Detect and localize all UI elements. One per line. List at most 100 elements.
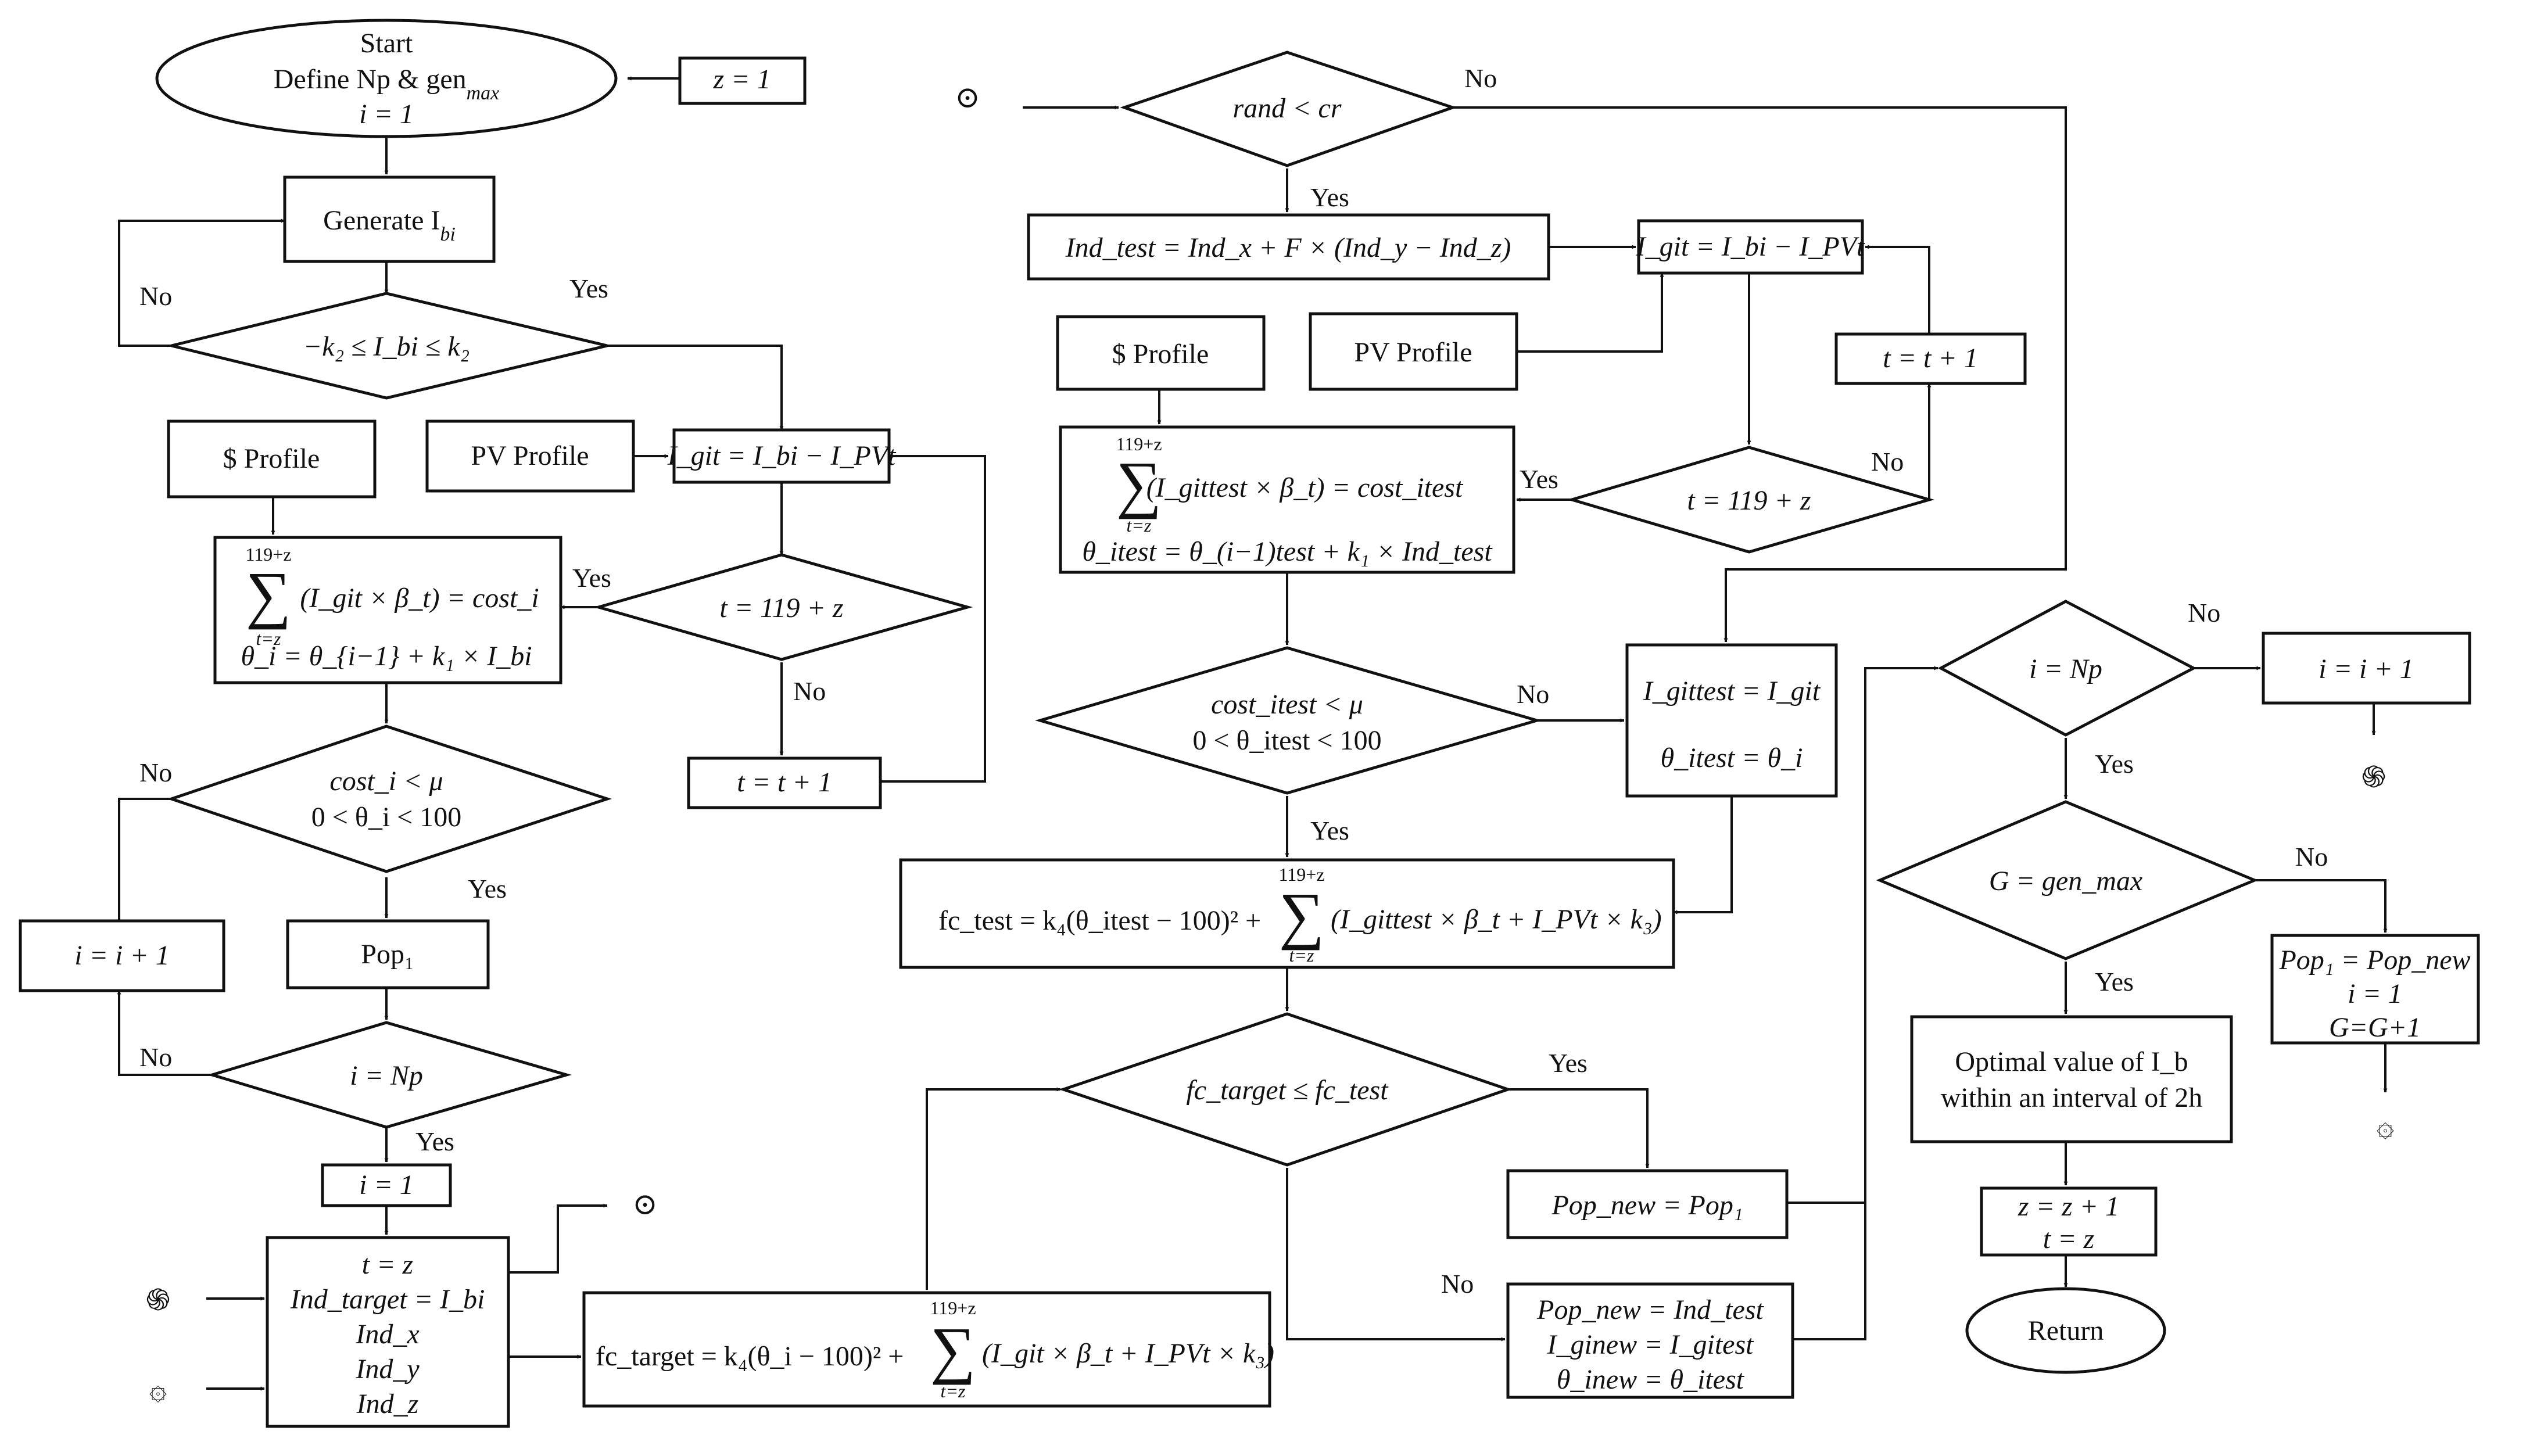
- pop1-box: Pop₁: [286, 919, 490, 989]
- return-terminal: Return: [1965, 1287, 2166, 1374]
- connector-symbols: ⊙ ⊙ ֍ ۞ ֍ ۞: [146, 81, 2394, 1406]
- svg-text:θ_itest = θ_(i−1)test + k₁ × I: θ_itest = θ_(i−1)test + k₁ × Ind_test: [1082, 536, 1493, 567]
- ind-test-box: Ind_test = Ind_x + F × (Ind_y − Ind_z): [1027, 213, 1550, 281]
- svg-text:Pop₁ = Pop_new: Pop₁ = Pop_new: [2278, 945, 2470, 976]
- sigma-symbol: ∑: [1116, 449, 1162, 519]
- cost-check-diamond-mid: cost_itest < μ 0 < θ_itest < 100: [1035, 646, 1542, 795]
- no-label: No: [139, 1042, 172, 1072]
- svg-text:−k₂ ≤ I_bi ≤ k₂: −k₂ ≤ I_bi ≤ k₂: [303, 331, 470, 362]
- t-increment-box-left: t = t + 1: [687, 756, 882, 809]
- no-label: No: [2188, 598, 2220, 627]
- svg-text:PV Profile: PV Profile: [471, 440, 589, 471]
- init-target-box: t = z Ind_target = I_bi Ind_x Ind_y Ind_…: [266, 1236, 510, 1428]
- constraint-diamond: −k₂ ≤ I_bi ≤ k₂: [171, 292, 608, 400]
- svg-text:i = 1: i = 1: [359, 1170, 414, 1200]
- svg-text:within an interval of 2h: within an interval of 2h: [1941, 1082, 2203, 1113]
- svg-text:Pop_new = Pop₁: Pop_new = Pop₁: [1551, 1190, 1743, 1221]
- no-label: No: [139, 281, 172, 311]
- price-profile-box-left: $ Profile: [167, 419, 377, 499]
- g-check-diamond: G = gen_max: [1876, 800, 2259, 960]
- fc-compare-diamond: fc_target ≤ fc_test: [1059, 1012, 1513, 1167]
- svg-text:I_git = I_bi − I_PVt: I_git = I_bi − I_PVt: [667, 440, 897, 471]
- igittest-box: I_gittest = I_git θ_itest = θ_i: [1625, 643, 1838, 798]
- pv-profile-box-left: PV Profile: [425, 419, 635, 493]
- svg-text:I_ginew = I_gitest: I_ginew = I_gitest: [1546, 1329, 1754, 1360]
- svg-text:cost_i < μ: cost_i < μ: [329, 766, 443, 797]
- svg-text:t=z: t=z: [1289, 945, 1314, 966]
- svg-text:t = z: t = z: [2043, 1224, 2095, 1254]
- swirl-connector-icon: ֍: [146, 1284, 170, 1317]
- gear-connector-icon: ۞: [149, 1373, 167, 1406]
- svg-text:z = z + 1: z = z + 1: [2018, 1191, 2119, 1222]
- popnew-box: Pop_new = Pop₁: [1506, 1169, 1789, 1239]
- svg-text:t = 119 + z: t = 119 + z: [1687, 485, 1811, 516]
- svg-text:(I_gittest × β_t) = cost_itest: (I_gittest × β_t) = cost_itest: [1146, 472, 1464, 503]
- igit-box-mid: I_git = I_bi − I_PVt: [1636, 219, 1865, 275]
- price-profile-box-mid: $ Profile: [1056, 315, 1266, 391]
- i-np-diamond-left: i = Np: [207, 1021, 572, 1129]
- optimal-value-box: Optimal value of I_b within an interval …: [1910, 1015, 2233, 1143]
- svg-text:Ind_x: Ind_x: [355, 1319, 419, 1350]
- svg-text:G=G+1: G=G+1: [2329, 1012, 2421, 1043]
- no-label: No: [2295, 842, 2328, 872]
- svg-text:t = 119 + z: t = 119 + z: [719, 593, 844, 623]
- svg-text:θ_inew = θ_itest: θ_inew = θ_itest: [1557, 1364, 1745, 1395]
- svg-text:θ_itest = θ_i: θ_itest = θ_i: [1661, 743, 1803, 773]
- rand-check-diamond: rand < cr: [1120, 51, 1457, 167]
- svg-text:Pop_new = Ind_test: Pop_new = Ind_test: [1536, 1294, 1764, 1325]
- yes-label: Yes: [468, 874, 507, 903]
- no-label: No: [1464, 63, 1497, 93]
- svg-text:(I_gittest × β_t + I_PVt × k₃): (I_gittest × β_t + I_PVt × k₃): [1331, 904, 1662, 935]
- yes-label: Yes: [1310, 816, 1349, 845]
- yes-label: Yes: [1549, 1048, 1588, 1078]
- svg-text:G = gen_max: G = gen_max: [1989, 866, 2142, 896]
- svg-text:Pop₁: Pop₁: [361, 939, 414, 970]
- yes-label: Yes: [1520, 464, 1558, 494]
- igit-box-left: I_git = I_bi − I_PVt: [667, 428, 897, 484]
- svg-text:t = t + 1: t = t + 1: [737, 767, 832, 798]
- svg-text:t = t + 1: t = t + 1: [1883, 343, 1977, 374]
- svg-text:t=z: t=z: [941, 1380, 966, 1401]
- yes-label: Yes: [2095, 749, 2134, 779]
- svg-text:(I_git × β_t + I_PVt × k₃): (I_git × β_t + I_PVt × k₃): [982, 1338, 1274, 1369]
- svg-text:PV Profile: PV Profile: [1354, 337, 1472, 368]
- i-increment-box-left: i = i + 1: [19, 919, 225, 992]
- svg-text:119+z: 119+z: [245, 544, 291, 565]
- svg-text:cost_itest < μ: cost_itest < μ: [1211, 689, 1363, 720]
- svg-text:i = Np: i = Np: [2029, 654, 2102, 684]
- connector-lines: [117, 76, 2388, 1391]
- circle-dot-connector-icon: ⊙: [632, 1188, 658, 1221]
- yes-label: Yes: [572, 563, 611, 593]
- reset-population-box: Pop₁ = Pop_new i = 1 G=G+1: [2270, 934, 2480, 1045]
- svg-text:I_gittest = I_git: I_gittest = I_git: [1643, 676, 1821, 707]
- yes-label: Yes: [415, 1127, 454, 1156]
- svg-text:0 < θ_itest < 100: 0 < θ_itest < 100: [1192, 725, 1381, 756]
- svg-text:fc_target ≤ fc_test: fc_target ≤ fc_test: [1186, 1075, 1389, 1106]
- start-terminal: Start Define Np & genmax i = 1: [155, 19, 618, 138]
- fc-target-box: fc_target = k₄(θ_i − 100)² + 119+z ∑ t=z…: [582, 1291, 1274, 1408]
- svg-text:$ Profile: $ Profile: [1112, 339, 1209, 370]
- start-label: Start: [360, 28, 413, 59]
- no-label: No: [1871, 447, 1904, 476]
- i-reset-box: i = 1: [321, 1163, 452, 1207]
- fc-test-box: fc_test = k₄(θ_itest − 100)² + 119+z ∑ t…: [899, 858, 1675, 969]
- svg-text:0 < θ_i < 100: 0 < θ_i < 100: [311, 802, 461, 833]
- cost-sum-box-mid: 119+z ∑ t=z (I_gittest × β_t) = cost_ite…: [1059, 425, 1515, 574]
- svg-text:Ind_y: Ind_y: [355, 1354, 420, 1385]
- svg-text:fc_test = k₄(θ_itest − 100)² +: fc_test = k₄(θ_itest − 100)² +: [938, 905, 1261, 936]
- swirl-connector-icon: ֍: [2362, 761, 2386, 794]
- update-population-box: Pop_new = Ind_test I_ginew = I_gitest θ_…: [1506, 1282, 1794, 1399]
- svg-text:t = z: t = z: [362, 1249, 414, 1280]
- pv-profile-box-mid: PV Profile: [1309, 312, 1518, 391]
- svg-text:Return: Return: [2028, 1315, 2104, 1346]
- t-check-diamond-left: t = 119 + z: [593, 553, 973, 661]
- sigma-symbol: ∑: [246, 559, 291, 630]
- svg-text:rand < cr: rand < cr: [1232, 93, 1341, 124]
- no-label: No: [139, 758, 172, 787]
- svg-text:i = 1: i = 1: [2348, 978, 2402, 1009]
- circle-dot-connector-icon: ⊙: [955, 81, 980, 114]
- svg-text:Ind_z: Ind_z: [356, 1389, 419, 1419]
- svg-text:i = i + 1: i = i + 1: [2319, 654, 2413, 684]
